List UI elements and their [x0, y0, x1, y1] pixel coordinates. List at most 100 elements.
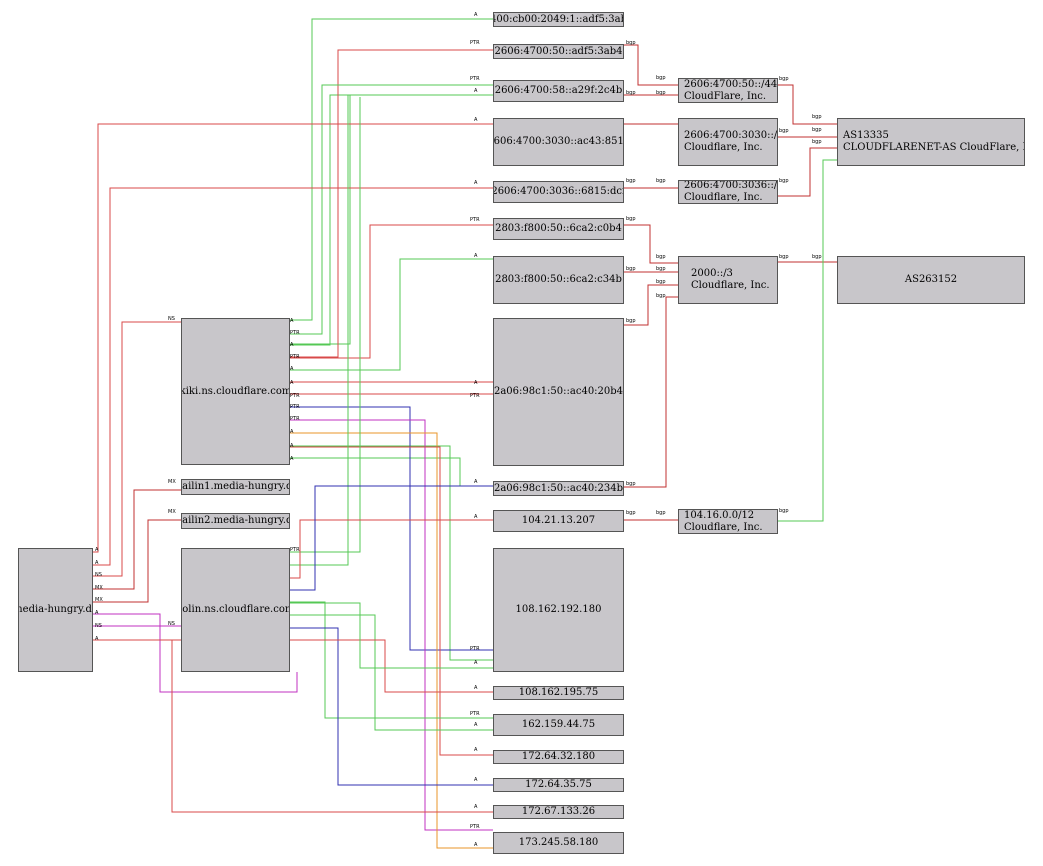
org-line: Cloudflare, Inc.: [691, 280, 770, 291]
node-ip-2606-adf5[interactable]: 2606:4700:50::adf5:3ab4: [493, 44, 624, 59]
node-ip-108-180[interactable]: 108.162.192.180: [493, 548, 624, 672]
node-ip-104-21[interactable]: 104.21.13.207: [493, 510, 624, 532]
edge-label-ptr: PTR: [470, 711, 480, 717]
node-ip-172-64-35[interactable]: 172.64.35.75: [493, 778, 624, 792]
edge-bgp-2a06-234b: [624, 296, 678, 488]
node-label: mailin2.media-hungry.de: [182, 515, 289, 526]
edge-label-bgp: bgp: [812, 139, 822, 145]
edge-kiki-blue-108: [290, 406, 493, 651]
edge-label-a: A: [290, 342, 294, 348]
edge-label-ptr: PTR: [470, 76, 480, 82]
node-kiki-ns[interactable]: kiki.ns.cloudflare.com: [181, 318, 290, 465]
node-ip-172-64-32[interactable]: 172.64.32.180: [493, 750, 624, 764]
edge-label-a: A: [474, 777, 478, 783]
edge-label-a: A: [474, 842, 478, 848]
edge-label-ptr: PTR: [470, 824, 480, 830]
edge-label-bgp: bgp: [779, 254, 789, 260]
edge-kiki-ptr-a29f: [290, 84, 493, 335]
node-ip-2400[interactable]: 2400:cb00:2049:1::adf5:3ab4: [493, 12, 624, 27]
edge-kiki-108-180: [290, 445, 493, 661]
edge-label-bgp: bgp: [779, 178, 789, 184]
edge-label-ns: NS: [95, 623, 102, 629]
node-label: 172.67.133.26: [521, 806, 596, 817]
edge-layer: [93, 18, 837, 849]
node-label: colin.ns.cloudflare.com: [181, 604, 290, 615]
edge-label-bgp: bgp: [779, 508, 789, 514]
edge-colin-172-35: [290, 627, 493, 786]
edge-kiki-2803-c34b: [290, 258, 493, 371]
node-ip-172-67[interactable]: 172.67.133.26: [493, 805, 624, 819]
edge-media-ns-colin: [93, 613, 298, 693]
edge-kiki-ptr-2803: [290, 224, 493, 359]
edge-colin-a29f: [290, 97, 361, 553]
edge-label-a: A: [290, 456, 294, 462]
node-prefix-2606-3030[interactable]: 2606:4700:3030::/48Cloudflare, Inc.: [678, 118, 778, 166]
edge-label-a: A: [290, 380, 294, 386]
edge-kiki-173-a: [290, 432, 493, 849]
edge-kiki-2a06-234b: [290, 457, 493, 487]
node-media-hungry[interactable]: media-hungry.de: [18, 548, 93, 672]
edge-kiki-ptr-adf5: [290, 49, 493, 358]
edge-colin-108-75: [290, 639, 493, 693]
org-line: Cloudflare, Inc.: [684, 521, 763, 533]
edge-label-bgp: bgp: [626, 318, 636, 324]
edge-colin-162-a: [290, 614, 493, 731]
edge-label-ptr: PTR: [470, 646, 480, 652]
edge-label-bgp: bgp: [656, 510, 666, 516]
org-line: Cloudflare, Inc.: [684, 142, 763, 153]
node-colin-ns[interactable]: colin.ns.cloudflare.com: [181, 548, 290, 672]
edge-label-bgp: bgp: [626, 510, 636, 516]
edge-label-ptr: PTR: [290, 547, 300, 553]
node-ip-162[interactable]: 162.159.44.75: [493, 714, 624, 736]
node-ip-108-75[interactable]: 108.162.195.75: [493, 686, 624, 700]
edge-label-bgp: bgp: [626, 266, 636, 272]
node-label: 2606:4700:3030::ac43:851a: [493, 136, 624, 147]
edge-label-layer: AAAAAAAAAAPTRPTRPTRPTRPTRPTRPTRAPTRPTRPT…: [95, 12, 822, 848]
org-line: Cloudflare, Inc.: [684, 192, 763, 203]
edge-label-bgp: bgp: [656, 254, 666, 260]
node-label: 2606:4700:58::a29f:2c4b: [494, 85, 623, 96]
node-ip-2606-ac43[interactable]: 2606:4700:3030::ac43:851a: [493, 118, 624, 166]
edge-label-a: A: [474, 12, 478, 18]
edge-label-bgp: bgp: [626, 178, 636, 184]
node-ip-2606-6815[interactable]: 2606:4700:3036::6815:dcf: [493, 181, 624, 203]
node-ip-2a06-234b[interactable]: 2a06:98c1:50::ac40:234b: [493, 481, 624, 496]
edge-label-ns: NS: [168, 621, 175, 627]
edge-label-a: A: [290, 443, 294, 449]
edge-label-a: A: [95, 547, 99, 553]
edge-label-a: A: [290, 429, 294, 435]
edge-label-a: A: [474, 685, 478, 691]
node-ip-2606-a29f[interactable]: 2606:4700:58::a29f:2c4b: [493, 80, 624, 102]
org-line: CloudFlare, Inc.: [684, 90, 767, 102]
edge-label-ptr: PTR: [290, 354, 300, 360]
edge-label-a: A: [474, 117, 478, 123]
prefix-line: 2606:4700:3036::/48: [684, 180, 778, 191]
node-ip-2803-c0b4[interactable]: 2803:f800:50::6ca2:c0b4: [493, 218, 624, 240]
edge-bgp-pfx3036-as13335: [778, 147, 837, 197]
node-as263152[interactable]: AS263152: [837, 256, 1025, 304]
prefix-line: 2606:4700:50::/44: [684, 78, 778, 90]
edge-kiki-172-32: [290, 446, 493, 756]
edge-label-a: A: [474, 180, 478, 186]
edge-label-a: A: [474, 722, 478, 728]
node-ip-173[interactable]: 173.245.58.180: [493, 832, 624, 854]
edge-media-2606-6815: [93, 187, 493, 566]
edge-label-mx: MX: [168, 509, 176, 515]
node-mailin2[interactable]: mailin2.media-hungry.de: [181, 513, 290, 529]
node-label: 108.162.192.180: [515, 604, 602, 615]
edge-label-bgp: bgp: [656, 90, 666, 96]
node-ip-2a06-20b4[interactable]: 2a06:98c1:50::ac40:20b4: [493, 318, 624, 466]
edge-label-mx: MX: [168, 479, 176, 485]
node-prefix-2606-3036[interactable]: 2606:4700:3036::/48Cloudflare, Inc.: [678, 180, 778, 204]
node-label: media-hungry.de: [19, 604, 92, 615]
node-ip-2803-c34b[interactable]: 2803:f800:50::6ca2:c34b: [493, 256, 624, 304]
edge-label-a: A: [474, 88, 478, 94]
edge-label-bgp: bgp: [812, 254, 822, 260]
edge-label-bgp: bgp: [656, 178, 666, 184]
